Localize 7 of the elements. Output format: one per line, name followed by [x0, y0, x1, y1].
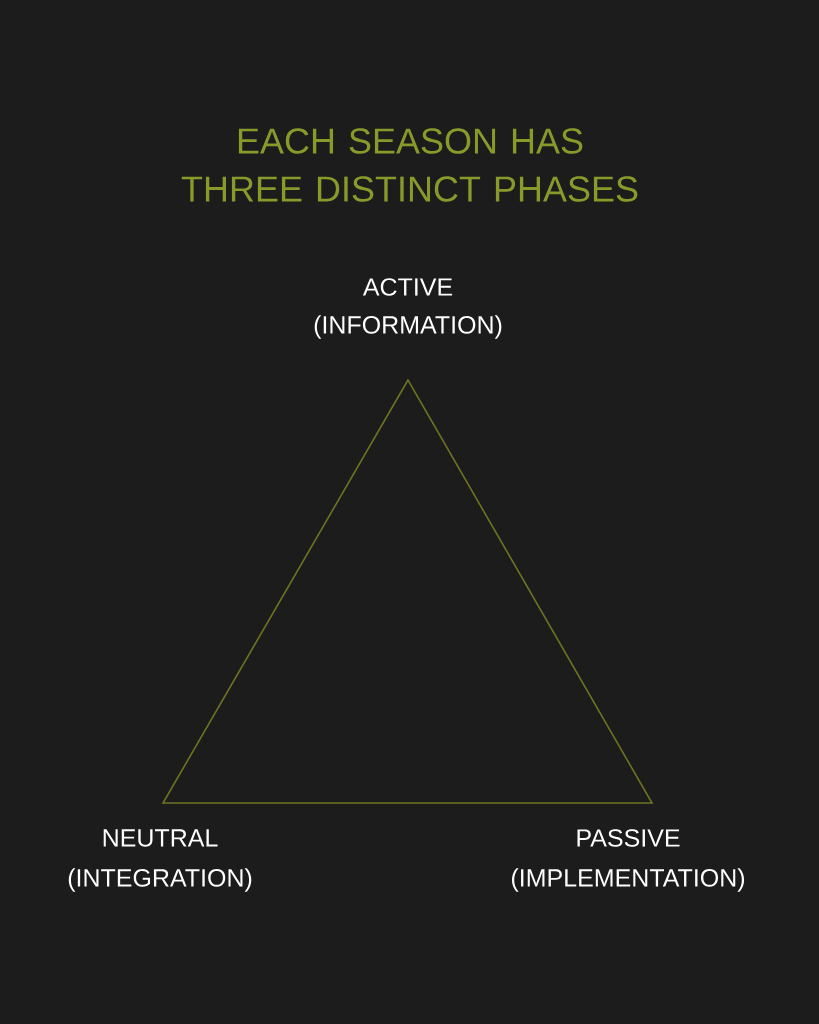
title: EACH SEASON HAS THREE DISTINCT PHASES	[181, 128, 638, 202]
phase-label: ACTIVE	[362, 278, 453, 296]
phase-label: PASSIVE	[577, 829, 680, 847]
phase-label: (INTEGRATION)	[68, 868, 252, 892]
phase-label: (IMPLEMENTATION)	[511, 868, 745, 892]
phase-label: (INFORMATION)	[314, 315, 502, 339]
phase-label: NEUTRAL	[103, 829, 218, 847]
